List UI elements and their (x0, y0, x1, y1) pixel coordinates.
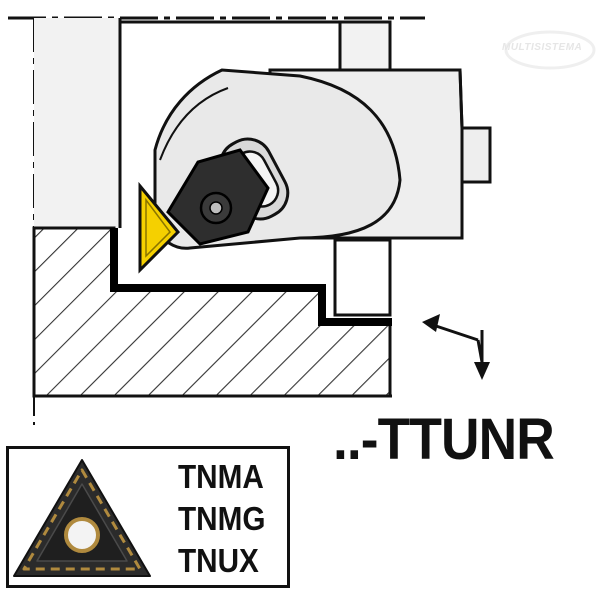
tool-code-label: ..-TTUNR (333, 407, 555, 472)
insert-code: TNUX (178, 542, 259, 579)
bore-wall-left (34, 18, 120, 228)
bore-wall-right (338, 20, 392, 72)
insert-code-list: TNMA TNMG TNUX (178, 456, 265, 582)
brand-logo-icon (504, 30, 596, 70)
cutting-insert (138, 181, 181, 274)
machined-profile (110, 228, 392, 326)
bore-wall-lower-right (333, 238, 392, 317)
insert-code: TNMA (178, 458, 264, 495)
insert-code: TNMG (178, 500, 266, 537)
feed-direction-arrows-icon (422, 314, 490, 380)
watermark-text: MULTISISTEMA (502, 42, 583, 53)
